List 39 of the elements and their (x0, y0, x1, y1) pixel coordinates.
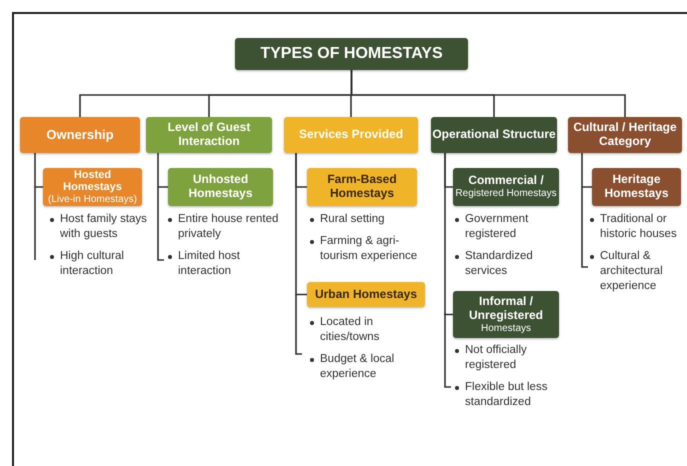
category-box: Operational Structure (431, 117, 557, 153)
category-box: Level of Guest Interaction (146, 117, 272, 153)
bullet-text: Farming & agri-tourism experience (308, 234, 433, 264)
type-box: Heritage Homestays (592, 168, 681, 206)
bullet-text: Host family stays with guests (48, 212, 153, 242)
connector-line (581, 153, 592, 188)
bullet-text: Rural setting (308, 212, 433, 227)
connector-line (295, 153, 307, 296)
bullet-text: Not officially registered (453, 343, 568, 373)
type-box: Farm-Based Homestays (307, 168, 417, 206)
bullet-text: Government registered (453, 212, 558, 242)
bullet-text: Flexible but less standardized (453, 380, 568, 410)
bullet-text: Standardized services (453, 248, 558, 279)
bullet-text: Located in cities/towns (308, 315, 428, 345)
box-subheading: (Live-in Homestays) (48, 194, 137, 206)
category-box: Cultural / Heritage Category (568, 117, 682, 153)
type-box: Urban Homestays (307, 282, 425, 307)
title-box: TYPES OF HOMESTAYS (235, 38, 468, 70)
connector-line (350, 70, 626, 117)
bullet-text: Entire house rented privately (166, 212, 281, 242)
type-box (43, 168, 142, 206)
category-box: Services Provided (284, 117, 418, 153)
box-heading: Hosted Homestays (62, 168, 123, 194)
connector-line (34, 153, 43, 188)
bullet-text: Cultural & architectural experience (588, 248, 687, 294)
box-subheading: Registered Homestays (455, 188, 557, 200)
type-box (453, 168, 559, 206)
bullet-text: Limited host interaction (166, 248, 281, 279)
type-box: Unhosted Homestays (168, 168, 273, 206)
bullet-text: Traditional or historic houses (588, 212, 687, 242)
box-heading: Informal / Unregistered (468, 294, 544, 323)
category-box: Ownership (20, 117, 140, 153)
type-box (453, 291, 559, 338)
bullet-text: Budget & local experience (308, 352, 428, 382)
box-heading: Commercial / (468, 174, 544, 188)
bullet-text: High cultural interaction (48, 248, 153, 279)
box-subheading: Homestays (480, 322, 531, 334)
connector-line (157, 153, 168, 188)
connector-line (444, 153, 453, 316)
